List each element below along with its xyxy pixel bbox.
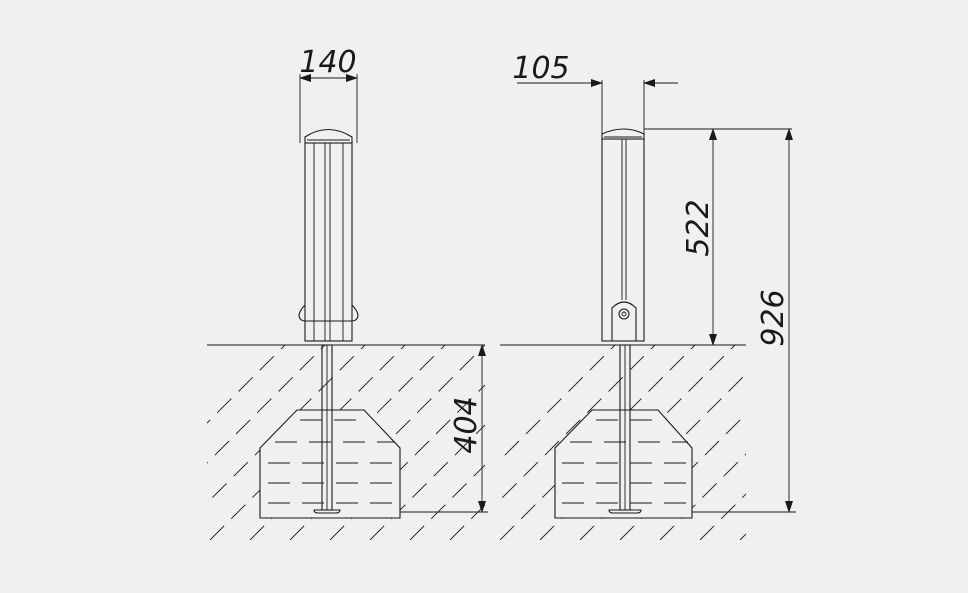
dim-foundation-depth-label: 404	[449, 396, 484, 453]
front-post-clip-right	[351, 304, 359, 322]
dim-above-ground: 522	[644, 128, 792, 346]
dim-front-width: 140	[299, 45, 358, 143]
dim-above-ground-label: 522	[681, 199, 716, 256]
front-anchor-foot	[313, 509, 341, 514]
side-post-body	[601, 138, 645, 342]
dim-foundation-depth: 404	[400, 344, 488, 513]
dim-total-height: 926	[692, 128, 796, 513]
dim-side-width: 105	[512, 51, 678, 139]
side-hinge-bracket	[611, 301, 637, 341]
dim-front-width-label: 140	[299, 45, 356, 80]
side-view: 105 522 926	[500, 51, 796, 540]
dim-side-width-label: 105	[512, 51, 569, 86]
front-post-clip-left	[298, 304, 306, 322]
front-foundation-lines	[268, 419, 395, 504]
front-post-cap	[304, 128, 353, 144]
side-foundation-lines	[562, 419, 688, 504]
dim-total-height-label: 926	[756, 289, 791, 346]
side-anchor-foot	[608, 509, 642, 514]
front-view: 140 404	[207, 45, 488, 540]
front-post-body	[304, 142, 353, 342]
side-hinge-bolt	[618, 308, 630, 320]
front-foundation	[259, 409, 401, 519]
side-post-cap	[601, 128, 645, 140]
side-foundation	[554, 409, 693, 519]
